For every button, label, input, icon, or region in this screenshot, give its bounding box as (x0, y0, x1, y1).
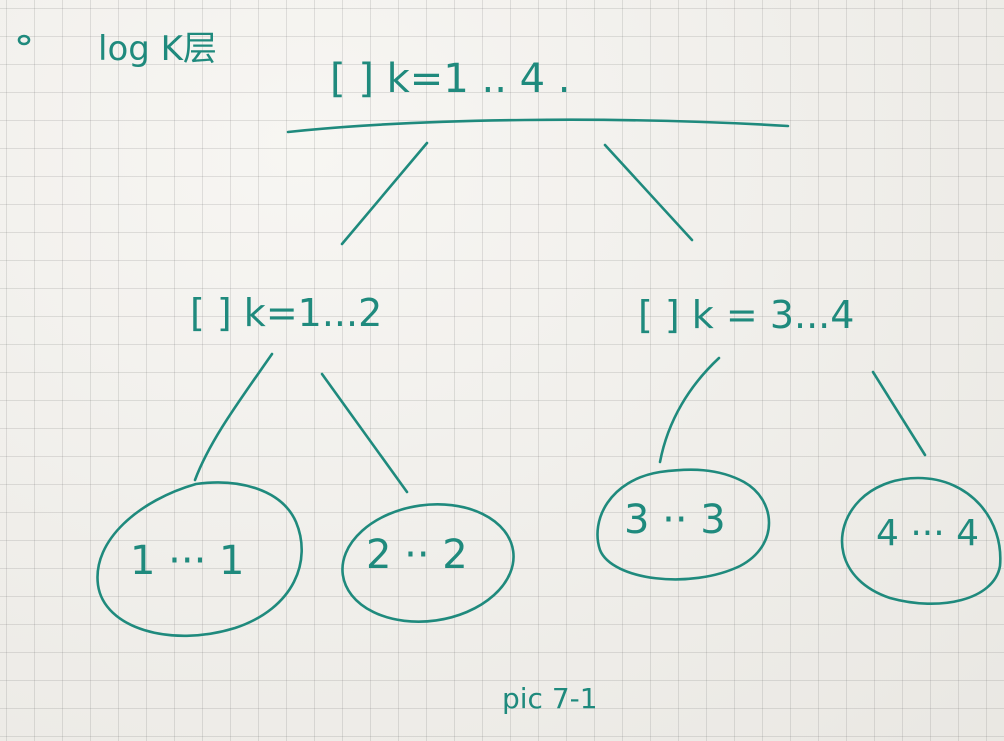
left-subrange-label: [ ] k=1...2 (190, 291, 382, 335)
leaf-label-2: 2 ·· 2 (366, 532, 468, 578)
edge-root-to-left (340, 141, 429, 246)
edge-left-to-leaf-2 (320, 372, 409, 494)
right-subrange-label: [ ] k = 3...4 (638, 293, 854, 337)
leaf-label-4: 4 ··· 4 (876, 513, 979, 554)
leaf-circle-1 (96, 481, 303, 638)
heading-note: log K层 (98, 29, 217, 69)
figure-caption: pic 7-1 (502, 682, 598, 715)
leaf-circle-2 (341, 503, 515, 623)
root-range-label: [ ] k=1 .. 4 . (330, 56, 571, 102)
leaf-label-3: 3 ·· 3 (624, 497, 726, 543)
edge-left-to-leaf-1 (193, 352, 274, 482)
leaf-circle-4 (840, 476, 1002, 605)
edge-right-to-leaf-4 (871, 370, 927, 457)
leaf-label-1: 1 ··· 1 (130, 538, 244, 584)
leaf-circle-3 (596, 468, 771, 581)
edge-root-to-right (603, 143, 694, 242)
root-underline (286, 118, 790, 134)
corner-bullet-mark (17, 34, 31, 46)
edge-right-to-leaf-3 (658, 356, 721, 464)
